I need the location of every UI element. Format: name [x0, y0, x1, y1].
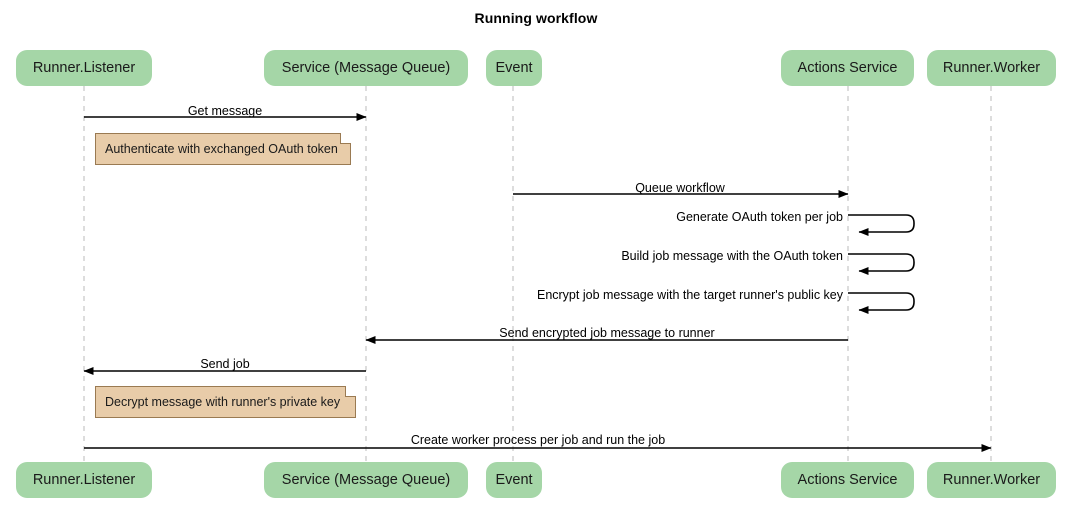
message-label-build-job-message-with-the-oauth-token: Build job message with the OAuth token — [621, 249, 843, 263]
participant-actions-service-top[interactable]: Actions Service — [781, 50, 914, 86]
participant-service-message-queue-bottom[interactable]: Service (Message Queue) — [264, 462, 468, 498]
participant-label: Actions Service — [797, 472, 898, 488]
message-label-create-worker-process-per-job-and-run-the-job: Create worker process per job and run th… — [410, 433, 666, 447]
message-arrows — [83, 113, 992, 452]
participant-runner-worker-top[interactable]: Runner.Worker — [927, 50, 1056, 86]
participant-label: Event — [495, 472, 533, 488]
lifelines — [83, 86, 992, 462]
message-label-encrypt-job-message-with-the-target-runners-public-key: Encrypt job message with the target runn… — [536, 288, 843, 302]
message-label-send-encrypted-job-message-to-runner: Send encrypted job message to runner — [499, 326, 715, 340]
participant-runner-listener-top[interactable]: Runner.Listener — [16, 50, 152, 86]
page-title: Running workflow — [474, 10, 598, 26]
message-label-queue-workflow: Queue workflow — [635, 181, 725, 195]
note-text: Authenticate with exchanged OAuth token — [105, 142, 338, 156]
participant-service-message-queue-top[interactable]: Service (Message Queue) — [264, 50, 468, 86]
participant-label: Runner.Worker — [942, 60, 1041, 76]
participant-label: Actions Service — [797, 60, 898, 76]
self-loop-encrypt-job-message-with-the-target-runners-public-key[interactable] — [848, 292, 915, 314]
participant-runner-listener-bottom[interactable]: Runner.Listener — [16, 462, 152, 498]
participant-runner-worker-bottom[interactable]: Runner.Worker — [927, 462, 1056, 498]
participant-actions-service-bottom[interactable]: Actions Service — [781, 462, 914, 498]
participant-label: Service (Message Queue) — [281, 472, 451, 488]
message-label-generate-oauth-token-per-job: Generate OAuth token per job — [676, 210, 843, 224]
note-text: Decrypt message with runner's private ke… — [105, 395, 341, 409]
self-loop-generate-oauth-token-per-job[interactable] — [848, 214, 915, 236]
participant-label: Runner.Listener — [32, 472, 136, 488]
note-authenticate-with-exchanged-oauth-token: Authenticate with exchanged OAuth token — [95, 133, 351, 165]
message-label-send-job: Send job — [200, 357, 250, 371]
participant-label: Event — [495, 60, 533, 76]
note-fold-corner-icon — [345, 386, 356, 397]
participant-event-top[interactable]: Event — [486, 50, 542, 86]
participant-label: Service (Message Queue) — [281, 60, 451, 76]
self-loop-build-job-message-with-the-oauth-token[interactable] — [848, 253, 915, 275]
participant-label: Runner.Worker — [942, 472, 1041, 488]
note-fold-corner-icon — [340, 133, 351, 144]
participant-event-bottom[interactable]: Event — [486, 462, 542, 498]
message-label-get-message: Get message — [187, 104, 263, 118]
note-decrypt-message-with-runners-private-key: Decrypt message with runner's private ke… — [95, 386, 356, 418]
participant-label: Runner.Listener — [32, 60, 136, 76]
